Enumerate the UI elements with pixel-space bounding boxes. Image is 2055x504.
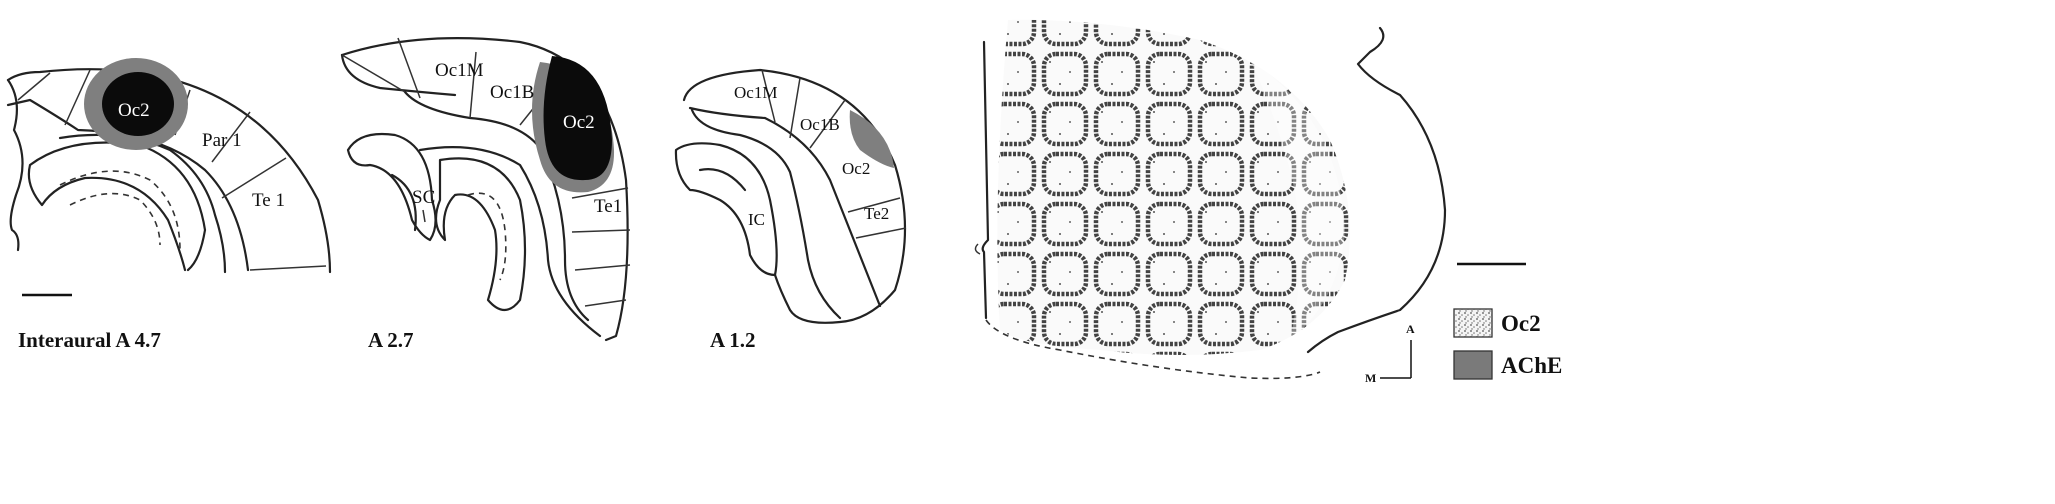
panel2-boundary-6 <box>571 229 631 233</box>
panel1-boundary-1 <box>17 72 51 101</box>
panel3-boundary-4 <box>847 197 901 213</box>
panel3-label-ic: IC <box>748 210 765 229</box>
panel3-inner-boundary <box>688 106 882 308</box>
panel3-ache-region <box>849 110 894 168</box>
orientation-label-medial: M <box>1365 371 1376 385</box>
panel1-label-par1: Par 1 <box>202 130 242 151</box>
histology-right-outline <box>1306 26 1447 354</box>
panel3-label-oc2: Oc2 <box>842 159 870 178</box>
panel-histology-section <box>974 19 1526 380</box>
panel3-lower-curve <box>690 108 842 320</box>
orientation-label-anterior: A <box>1406 322 1415 336</box>
panel1-hippocampus <box>27 141 207 272</box>
panel-a1-2: Oc1M Oc1B Oc2 Te2 IC A 1.2 <box>674 68 907 352</box>
panel2-boundary-2 <box>397 37 421 99</box>
panel2-sc-region <box>346 132 437 242</box>
histology-cell-network <box>997 19 1350 355</box>
panel2-caption: A 2.7 <box>368 328 414 352</box>
panel3-boundary-5 <box>855 227 907 239</box>
panel3-ic-region <box>674 142 778 277</box>
panel-a2-7: Oc1M Oc1B Oc2 Te1 SC A 2.7 <box>340 37 631 352</box>
panel2-sc-inner <box>390 173 417 232</box>
panel-interaural-a4-7: Oc2 Par 1 Te 1 Interaural A 4.7 <box>6 58 332 352</box>
panel2-boundary-8 <box>584 299 627 307</box>
panel1-boundary-4 <box>211 111 251 163</box>
panel3-label-te2: Te2 <box>864 204 889 223</box>
panel2-sc-tick <box>422 209 426 223</box>
panel3-boundary-3 <box>809 99 846 149</box>
legend-label-oc2: Oc2 <box>1501 311 1541 336</box>
histology-left-mark <box>974 243 981 255</box>
panel2-boundary-5 <box>571 187 629 199</box>
panel3-boundary-1 <box>761 69 776 123</box>
panel3-label-oc1m: Oc1M <box>734 83 777 102</box>
panel2-label-oc2: Oc2 <box>563 112 595 133</box>
panel2-label-oc1m: Oc1M <box>435 60 484 81</box>
panel1-boundary-5 <box>221 157 287 199</box>
panel1-dentate-dashed-inner <box>69 192 161 246</box>
panel1-label-te1: Te 1 <box>252 190 285 211</box>
panel2-boundary-3 <box>469 51 477 119</box>
panel1-white-matter-boundary <box>6 98 250 272</box>
panel3-cortex-outline <box>682 68 907 324</box>
panel2-oc2-core <box>543 56 612 181</box>
panel1-oc2-core <box>102 72 174 136</box>
panel1-boundary-6 <box>249 265 327 271</box>
panel2-boundary-1 <box>341 54 406 93</box>
legend-swatch-oc2 <box>1453 308 1493 338</box>
panel2-label-oc1b: Oc1B <box>490 82 534 103</box>
panel2-label-sc: SC <box>412 187 435 208</box>
panel3-label-oc1b: Oc1B <box>800 115 840 134</box>
panel3-ic-inner <box>698 168 747 192</box>
legend-swatch-ache <box>1453 350 1493 380</box>
panel3-caption: A 1.2 <box>710 328 756 352</box>
panel1-cortex-outline <box>6 68 332 274</box>
panel2-inner-line <box>418 146 602 338</box>
panel2-dentate-dashed <box>467 192 507 281</box>
panel1-label-oc2: Oc2 <box>118 100 150 121</box>
panel1-caption: Interaural A 4.7 <box>18 328 161 352</box>
histology-fade <box>1250 60 1345 340</box>
panel1-midline <box>6 78 24 252</box>
legend: Oc2 AChE <box>1453 308 1562 380</box>
panel3-boundary-2 <box>789 77 801 139</box>
panel2-hippocampus <box>434 157 527 312</box>
histology-dashed-outline <box>985 319 1321 380</box>
panel2-label-te1: Te1 <box>594 196 622 217</box>
orientation-indicator: A M <box>1365 322 1415 385</box>
panel1-boundary-2 <box>64 69 91 126</box>
panel1-dentate-dashed <box>59 170 181 251</box>
panel2-boundary-7 <box>574 264 631 271</box>
panel2-cortex-inner-top <box>340 53 457 97</box>
legend-label-ache: AChE <box>1501 353 1562 378</box>
histology-left-border <box>981 40 990 320</box>
